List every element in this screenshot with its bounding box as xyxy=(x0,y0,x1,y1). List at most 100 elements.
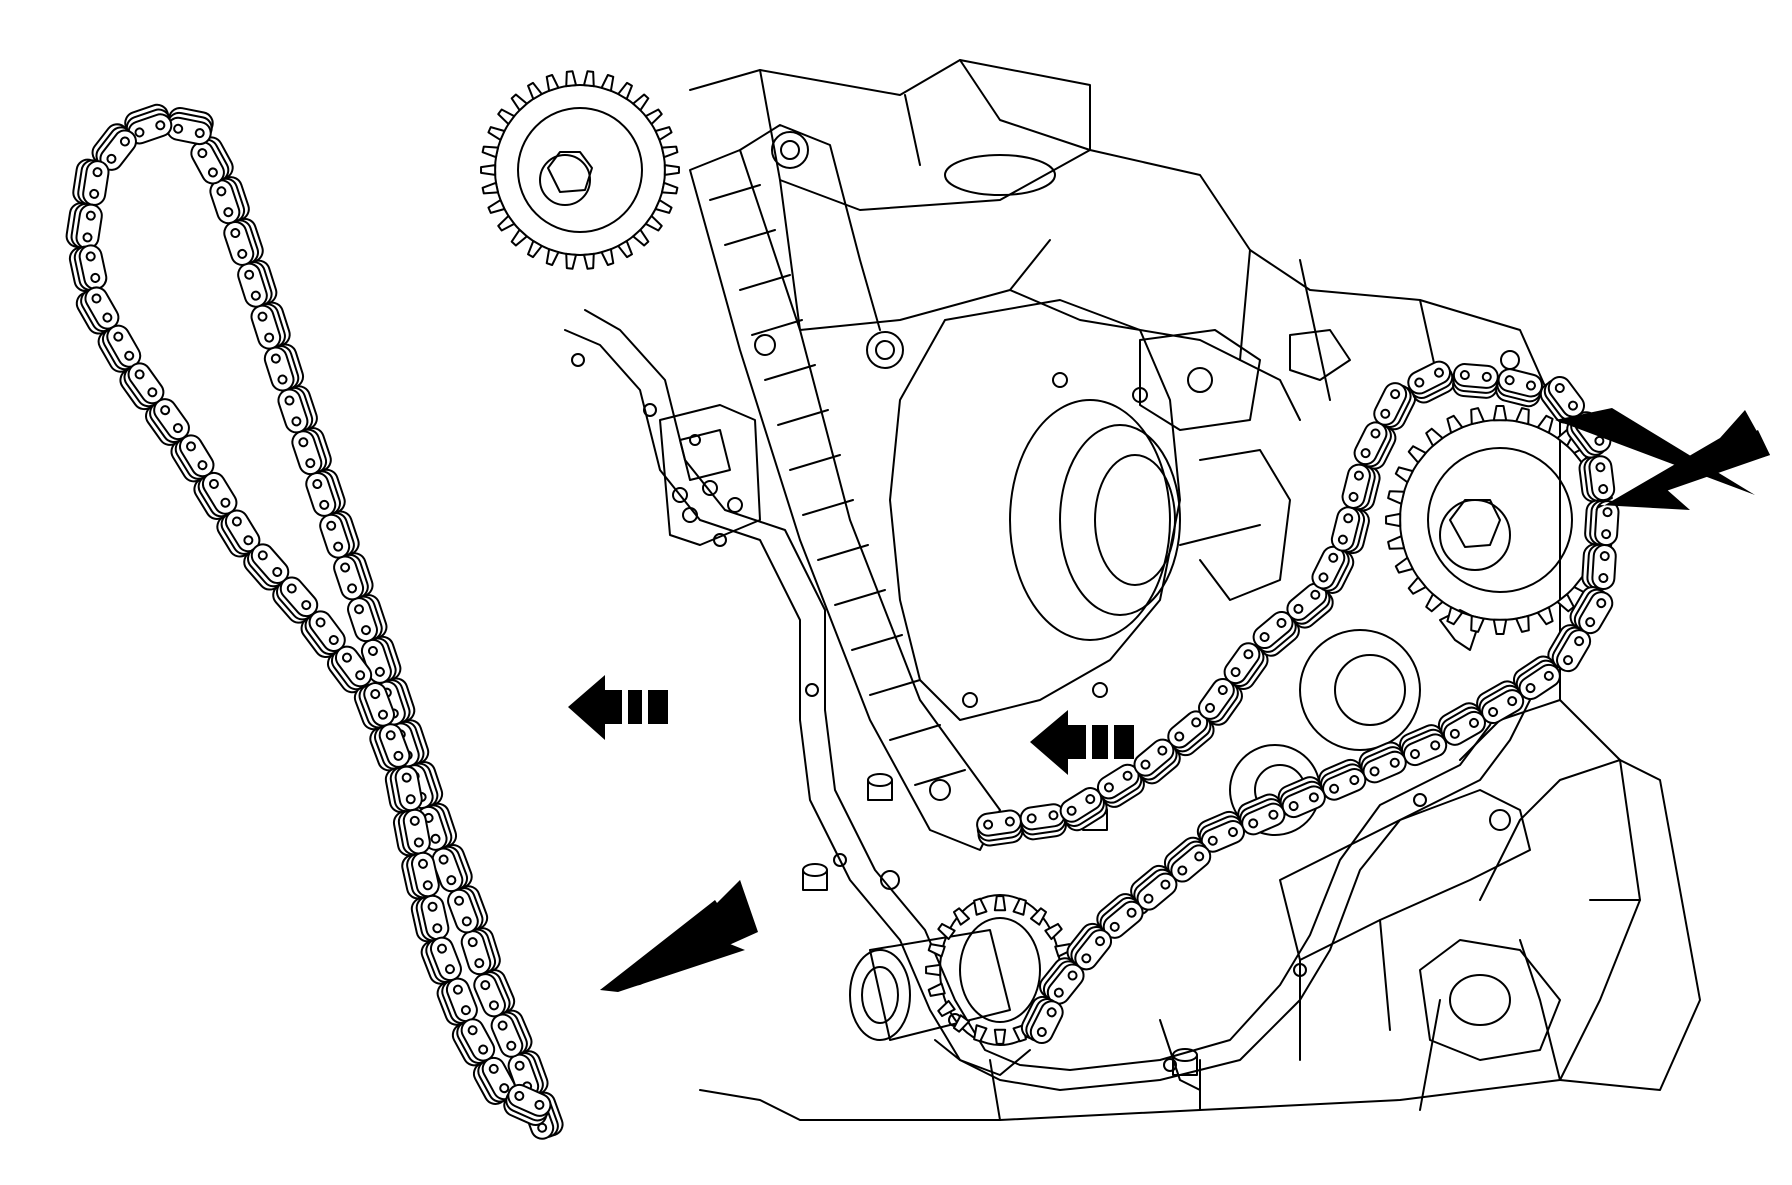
chain-link-installed xyxy=(1495,368,1543,408)
chain-link-removed xyxy=(410,894,450,943)
chain-link-removed xyxy=(193,471,238,520)
right-sprocket-tooth xyxy=(1515,614,1530,633)
upper-cam-sprocket-tooth xyxy=(644,214,663,232)
chain-link-removed xyxy=(333,552,374,601)
chain-link-installed xyxy=(1581,543,1617,591)
chain-link-removed xyxy=(277,385,318,434)
right-sprocket-tooth xyxy=(1492,618,1508,635)
chain-link-removed xyxy=(369,723,411,772)
chain-link-installed xyxy=(1020,995,1064,1044)
upper-cam-sprocket-tooth xyxy=(510,228,528,247)
right-sprocket-tooth xyxy=(1536,414,1554,434)
chain-link-installed xyxy=(1311,545,1355,594)
chain-link-removed xyxy=(291,427,332,476)
upper-cam-sprocket-tooth xyxy=(583,70,595,88)
right-sprocket-tooth xyxy=(1387,490,1406,505)
chain-link-installed xyxy=(976,809,1024,847)
upper-cam-sprocket-tooth xyxy=(617,81,633,100)
upper-cam-sprocket-tooth xyxy=(644,108,663,126)
chain-link-installed xyxy=(1066,922,1113,971)
arrow-left-removal-direction xyxy=(568,675,668,740)
crankshaft-sprocket-tooth xyxy=(925,963,942,977)
upper-cam-sprocket-tooth xyxy=(565,70,577,88)
chain-link-installed xyxy=(1547,624,1592,673)
upper-cam-sprocket-tooth xyxy=(632,228,650,247)
chain-link-removed xyxy=(353,682,395,731)
crankshaft-sprocket-tooth xyxy=(927,982,946,997)
chain-link-installed xyxy=(1353,421,1397,470)
guide-pivot-bolts xyxy=(771,131,904,369)
chain-link-installed xyxy=(1584,499,1620,547)
crankshaft-sprocket-tooth xyxy=(973,897,988,916)
chain-link-installed xyxy=(1318,758,1367,801)
chain-link-removed xyxy=(360,635,402,684)
upper-cam-sprocket-tooth xyxy=(660,145,679,159)
crankshaft-sprocket-tooth xyxy=(952,907,971,926)
right-sprocket-tooth xyxy=(1492,405,1508,422)
central-bore xyxy=(889,299,1181,721)
chain-link-installed xyxy=(1539,376,1585,424)
crankshaft-sprocket-tooth xyxy=(937,999,956,1018)
lower-bracket xyxy=(1159,789,1561,1091)
timing-chain-removed xyxy=(65,103,564,1140)
chain-link-removed xyxy=(319,510,360,559)
right-sprocket-tooth xyxy=(1385,512,1402,528)
upper-cam-sprocket-tooth xyxy=(481,145,500,159)
upper-cam-sprocket-tooth xyxy=(487,199,506,214)
right-sprocket-tooth xyxy=(1394,466,1414,484)
right-sprocket-tooth xyxy=(1536,606,1554,626)
chain-link-installed xyxy=(1196,810,1245,853)
upper-cam-sprocket-tooth xyxy=(565,252,577,270)
crankshaft-sprocket xyxy=(849,894,1061,1076)
chain-guide-left xyxy=(689,124,1001,851)
sprocket-teeth xyxy=(480,70,1615,1045)
chain-link-installed xyxy=(1407,360,1456,404)
chain-link-installed xyxy=(1476,680,1525,725)
chain-link-removed xyxy=(216,509,261,558)
upper-cam-sprocket-tooth xyxy=(497,108,516,126)
crankshaft-sprocket-tooth xyxy=(993,895,1007,912)
chain-link-removed xyxy=(250,301,291,350)
right-sprocket-tooth xyxy=(1556,593,1575,613)
upper-cam-sprocket-tooth xyxy=(481,181,500,195)
chain-link-installed xyxy=(1452,363,1499,399)
chain-link-installed xyxy=(1373,382,1417,431)
crankshaft-sprocket-tooth xyxy=(1012,897,1027,916)
cylinder-head-bracket xyxy=(1139,329,1351,601)
arrow-center-removal-direction xyxy=(1030,710,1134,775)
chain-link-installed xyxy=(1399,724,1448,767)
upper-cam-sprocket-tooth xyxy=(510,93,528,112)
upper-cam-sprocket-tooth xyxy=(632,93,650,112)
upper-cam-sprocket-tooth xyxy=(527,240,543,259)
chain-link-removed xyxy=(431,844,473,893)
upper-cam-sprocket-tooth xyxy=(480,164,497,176)
right-sprocket-tooth xyxy=(1446,414,1464,434)
chain-link-removed xyxy=(97,324,142,373)
chain-link-installed xyxy=(1341,463,1381,512)
upper-cam-sprocket-tooth xyxy=(497,214,516,232)
crankshaft-sprocket-tooth xyxy=(952,1014,971,1033)
upper-cam-sprocket-tooth xyxy=(545,74,560,92)
upper-cam-sprocket-tooth xyxy=(527,81,543,100)
chain-link-removed xyxy=(460,927,501,976)
crankshaft-sprocket-tooth xyxy=(937,922,956,941)
chain-link-removed xyxy=(166,106,214,146)
oil-port-plate xyxy=(659,404,761,546)
chain-link-removed xyxy=(300,610,346,659)
chain-link-removed xyxy=(72,158,110,206)
upper-cam-sprocket-tooth xyxy=(487,126,506,141)
crankshaft-sprocket-tooth xyxy=(973,1024,988,1043)
chain-link-installed xyxy=(1039,957,1085,1005)
arrow-left-chain-marking xyxy=(600,880,758,992)
right-sprocket-tooth xyxy=(1470,407,1485,426)
upper-cam-sprocket-tooth xyxy=(663,164,680,176)
chain-link-removed xyxy=(65,202,103,250)
engine-block xyxy=(689,59,1701,1121)
right-sprocket-tooth xyxy=(1425,593,1444,613)
timing-chain-installed xyxy=(976,360,1620,1044)
upper-cam-sprocket-tooth xyxy=(654,126,673,141)
upper-cam-sprocket-tooth xyxy=(660,181,679,195)
right-sprocket-tooth xyxy=(1515,407,1530,426)
right-sprocket-tooth xyxy=(1470,614,1485,633)
